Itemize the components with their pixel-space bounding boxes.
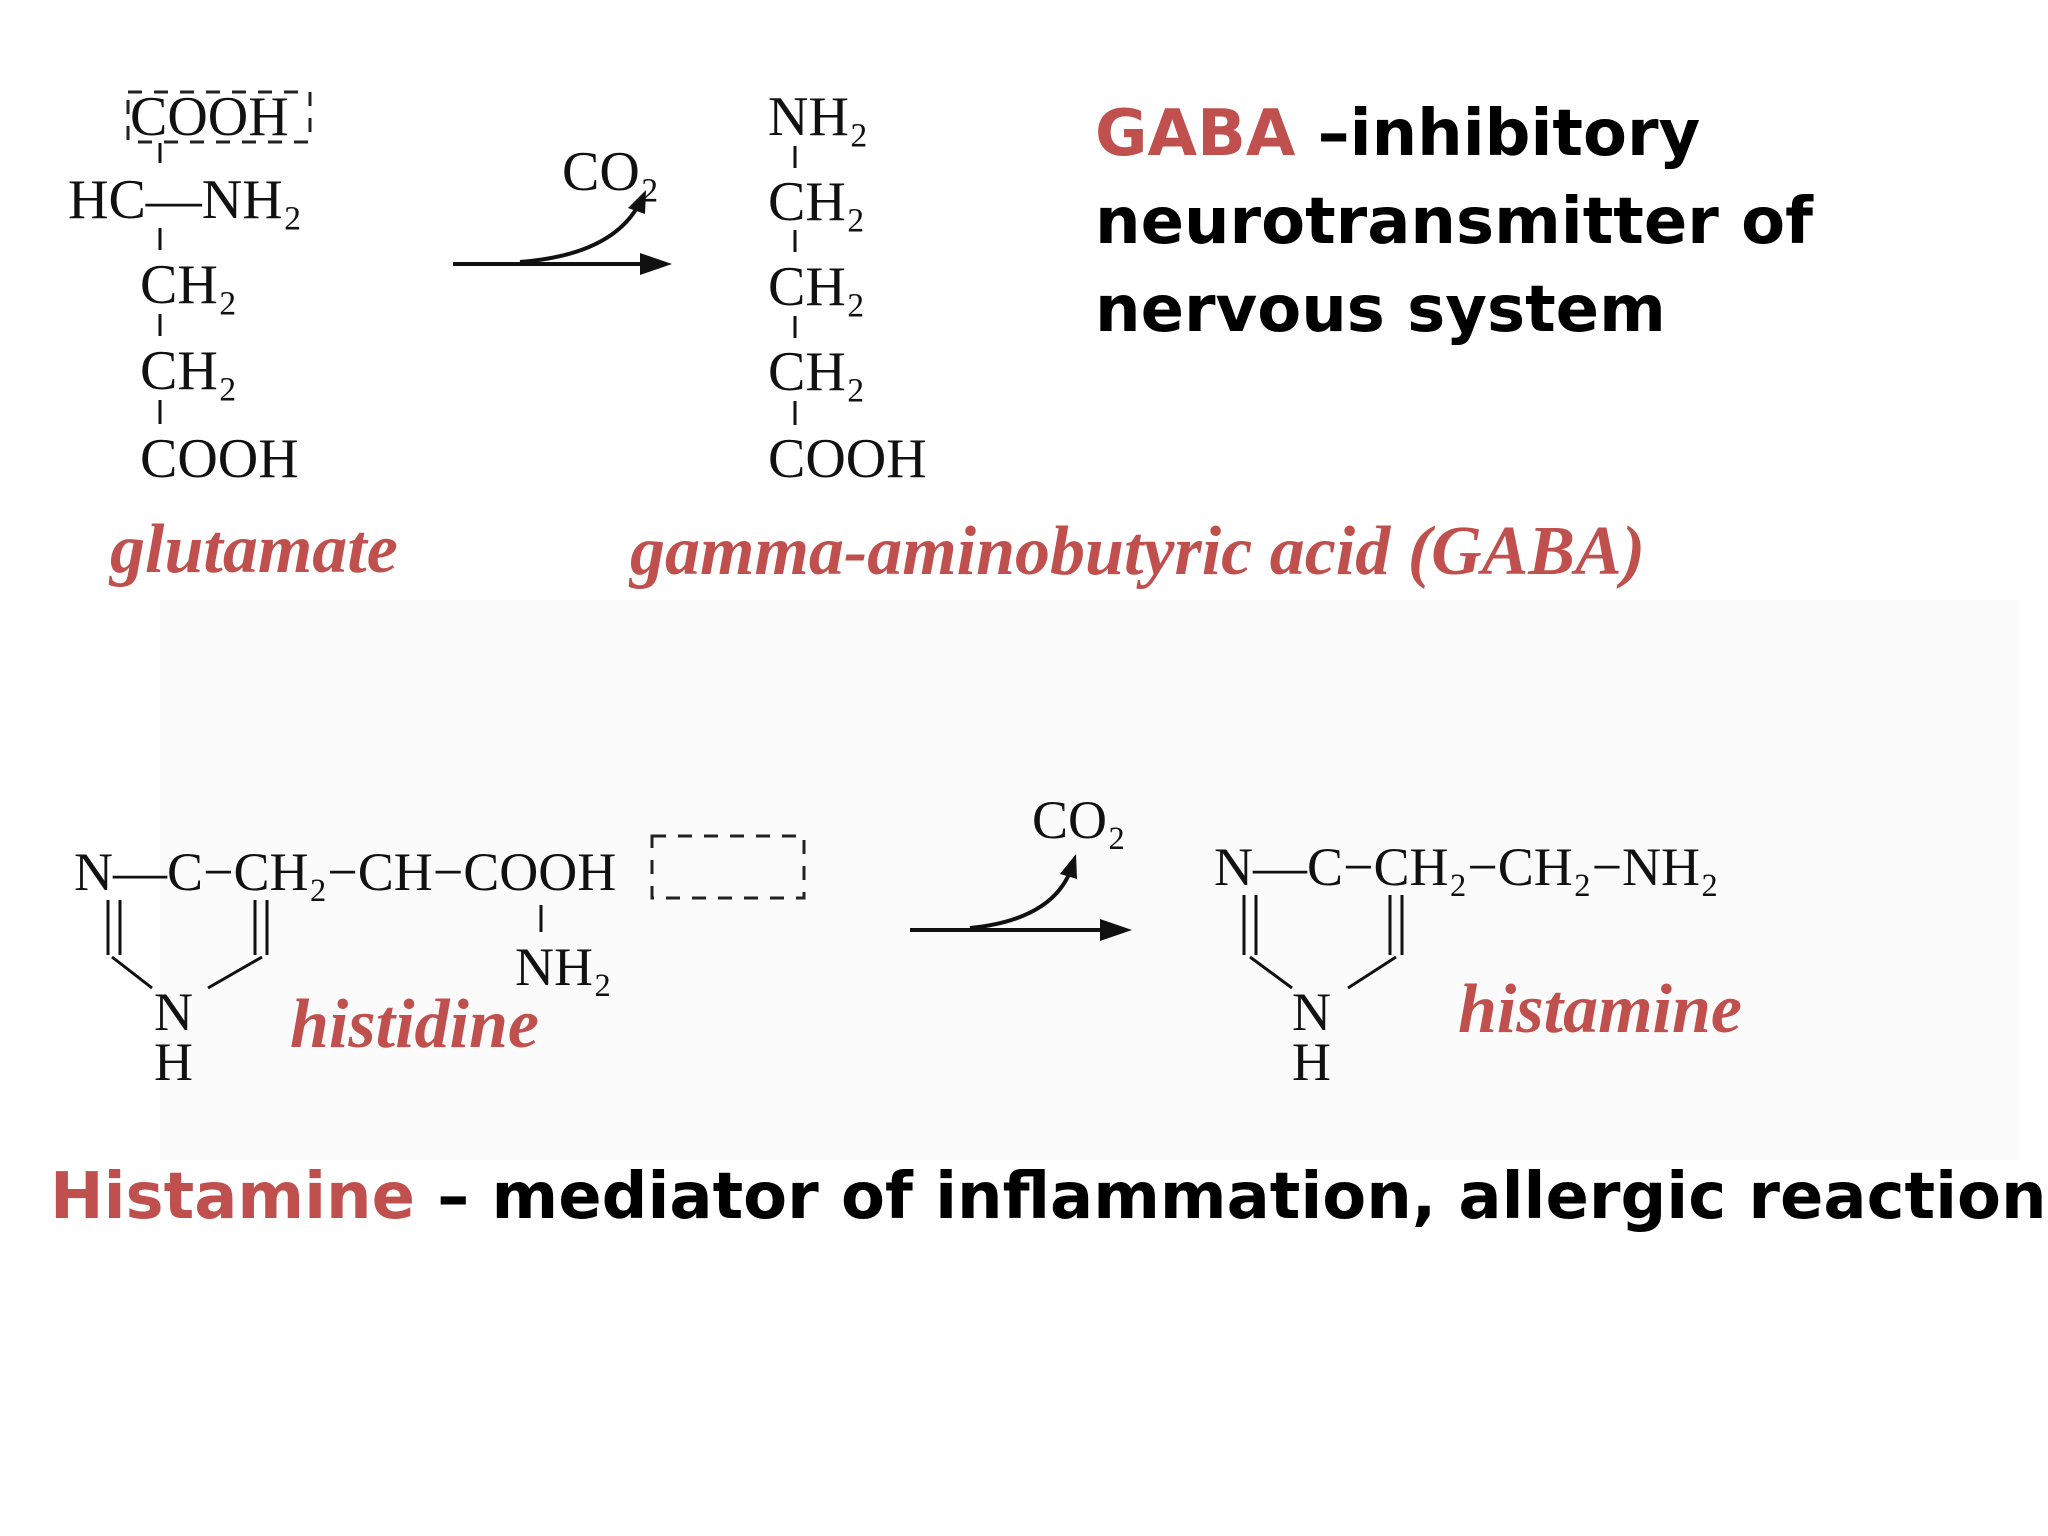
gaba-ch2-2: CH₂ xyxy=(768,256,865,318)
glutamate-structure: COOH HC—NH₂ CH₂ CH₂ COOH xyxy=(68,86,312,490)
histidine-label: histidine xyxy=(290,986,539,1063)
histamine-chain: N—C−CH₂−CH₂−NH₂ xyxy=(1214,837,1719,897)
histamine-label: histamine xyxy=(1458,971,1742,1048)
histidine-amine: NH₂ xyxy=(515,937,612,997)
histamine-structure: N—C−CH₂−CH₂−NH₂ N H xyxy=(1214,837,1719,1092)
histidine-chain: N—C−CH₂−CH−COOH xyxy=(74,842,616,902)
glutamate-label: glutamate xyxy=(110,511,398,588)
gaba-ch2-1: CH₂ xyxy=(768,171,865,233)
gaba-description: GABA –inhibitory neurotransmitter of ner… xyxy=(1095,90,1813,354)
gaba-description-line2: neurotransmitter of xyxy=(1095,185,1813,259)
glutamate-ch2-2: CH₂ xyxy=(140,340,237,402)
glutamate-carboxyl: COOH xyxy=(130,86,289,148)
glutamate-alpha-carbon: HC—NH₂ xyxy=(68,169,302,231)
histidine-structure: N—C−CH₂−CH−COOH N H NH₂ xyxy=(74,834,806,1092)
figure-background-band xyxy=(160,600,2020,1160)
histamine-highlight: Histamine xyxy=(50,1160,415,1234)
gaba-highlight: GABA xyxy=(1095,97,1296,171)
histamine-ring-n: N xyxy=(1292,982,1331,1042)
histamine-description: Histamine – mediator of inflammation, al… xyxy=(50,1160,2048,1234)
histamine-reaction-arrow: CO₂ xyxy=(910,790,1132,941)
gaba-full-name-label: gamma-aminobutyric acid (GABA) xyxy=(630,513,1645,590)
gaba-amine: NH₂ xyxy=(768,86,868,148)
gaba-description-line1: GABA –inhibitory xyxy=(1095,97,1701,171)
histidine-ring-h: H xyxy=(154,1032,193,1092)
histamine-description-text: – mediator of inflammation, allergic rea… xyxy=(414,1160,2048,1234)
gaba-reaction-arrow: CO₂ xyxy=(453,141,672,275)
gaba-co2-label: CO₂ xyxy=(562,141,659,203)
gaba-carboxyl: COOH xyxy=(768,428,927,490)
histamine-co2-label: CO₂ xyxy=(1032,790,1126,850)
glutamate-ch2-1: CH₂ xyxy=(140,254,237,316)
histidine-ring-n: N xyxy=(154,982,193,1042)
gaba-ch2-3: CH₂ xyxy=(768,341,865,403)
gaba-description-line3: nervous system xyxy=(1095,273,1666,347)
histamine-ring-h: H xyxy=(1292,1032,1331,1092)
gaba-structure: NH₂ CH₂ CH₂ CH₂ COOH xyxy=(768,86,927,490)
glutamate-carboxyl-end: COOH xyxy=(140,428,299,490)
